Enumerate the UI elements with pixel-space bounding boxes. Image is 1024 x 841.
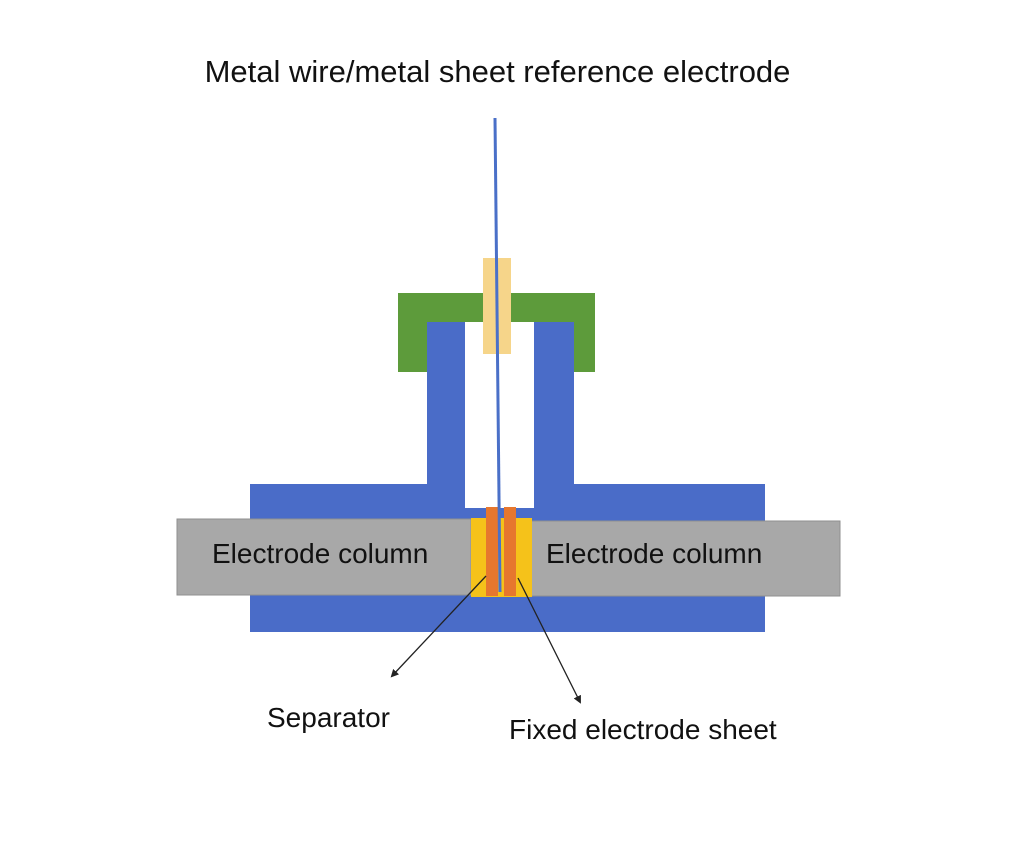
diagram-title: Metal wire/metal sheet reference electro…: [204, 54, 791, 89]
electrode-sheet-left: [486, 507, 498, 596]
separator-label: Separator: [267, 702, 390, 733]
reference-wire: [493, 117, 502, 593]
electrode-sheet-right: [504, 507, 516, 596]
fixed-electrode-sheet-label: Fixed electrode sheet: [509, 714, 777, 745]
electrode-column-left-label: Electrode column: [212, 538, 429, 569]
electrode-column-left: [176, 518, 472, 596]
electrode-column-right-label: Electrode column: [546, 538, 763, 569]
tube-wall-left: [427, 322, 465, 488]
separator-arrow: [390, 575, 487, 678]
tube-wall-right: [534, 322, 574, 488]
cap: [398, 293, 595, 372]
separator: [471, 518, 532, 597]
electrode-column-right: [530, 520, 841, 597]
electrode-sheet-arrow: [517, 577, 581, 704]
